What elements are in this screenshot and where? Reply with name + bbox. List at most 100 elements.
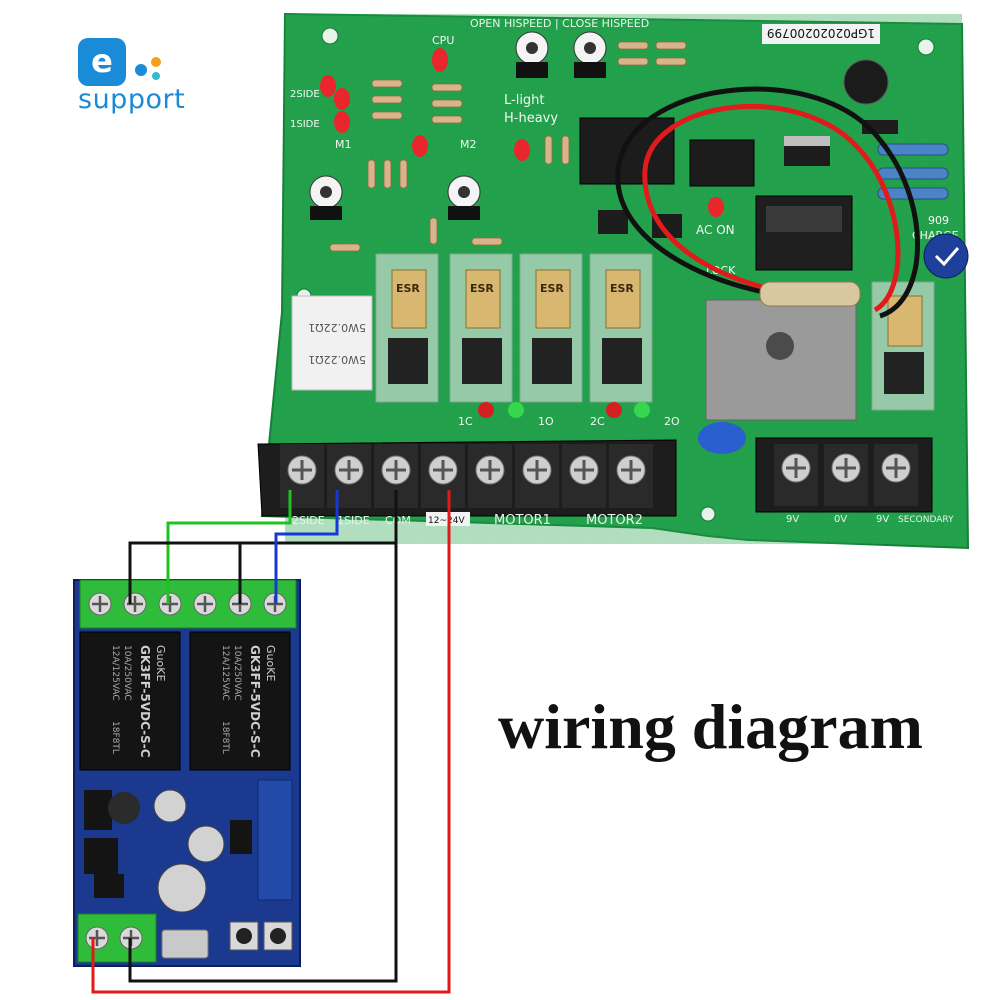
side-led	[334, 88, 350, 110]
rectifier-hole	[766, 332, 794, 360]
side-led	[320, 75, 336, 97]
resistor-label: 5W0.22Ω1	[308, 353, 366, 366]
terminal-label-1side: 1SIDE	[337, 514, 370, 527]
secondary-label-secondary: SECONDARY	[898, 515, 954, 525]
relay-brand-label: GuoKE	[264, 645, 277, 681]
relay-rating-label: 18F8TL	[220, 721, 230, 754]
module-diode	[84, 790, 112, 830]
logo-dot-blue	[135, 64, 147, 76]
relay-rating-label: 10A/250VAC	[122, 645, 132, 701]
module-chip	[230, 820, 252, 854]
led-label-2o: 2O	[664, 415, 680, 428]
relay-module: GK3FF-5VDC-S-C 10A/250VAC 12A/125VAC 18F…	[73, 579, 301, 967]
module-inductor	[108, 792, 140, 824]
esr-relay-1: ESR	[375, 253, 439, 403]
terminal-screws	[280, 444, 653, 508]
secondary-label-9v-2: 9V	[876, 514, 889, 525]
module-chip	[84, 838, 118, 874]
varistor	[698, 422, 746, 454]
side-label-1: 1SIDE	[290, 119, 320, 130]
relay-model-label: GK3FF-5VDC-S-C	[248, 645, 262, 758]
usb-port	[161, 929, 209, 959]
harness-wire-black	[615, 86, 920, 319]
module-top-terminal	[79, 579, 297, 629]
relay-brand-label: ESR	[470, 282, 494, 295]
serial-number: 1GP02020200799	[767, 26, 875, 40]
module-capacitor	[187, 825, 225, 863]
led-label-1o: 1O	[538, 415, 554, 428]
relay-brand-label: GuoKE	[154, 645, 167, 681]
hispeed-pots	[515, 31, 607, 78]
m1-led	[412, 135, 428, 157]
power-resistor-block: 5W0.22Ω1 5W0.22Ω1	[291, 295, 373, 391]
relay-brand-label: ESR	[396, 282, 420, 295]
wire-red-power	[91, 490, 451, 994]
esr-relay-4: ESR	[589, 253, 653, 403]
wire-blue-1side	[274, 490, 339, 604]
status-ac-on: AC ON	[696, 223, 735, 237]
m2-led	[514, 139, 530, 161]
mount-hole	[321, 27, 339, 45]
diagram-caption: wiring diagram	[498, 691, 923, 762]
speed-label: OPEN HISPEED | CLOSE HISPEED	[470, 17, 649, 30]
terminal-label-2side: 2SIDE	[292, 514, 325, 527]
mount-hole	[917, 38, 935, 56]
module-relay-1: GK3FF-5VDC-S-C 10A/250VAC 12A/125VAC 18F…	[79, 631, 181, 771]
power-resistors	[877, 143, 949, 200]
mode-label-heavy: H-heavy	[504, 111, 558, 126]
esupport-logo: e support	[78, 38, 218, 118]
mode-label-light: L-light	[504, 93, 545, 108]
output-led	[508, 402, 524, 418]
relay-rating-label: 18F8TL	[110, 721, 120, 754]
regulator-tab	[784, 136, 830, 146]
electrolytic-capacitor	[923, 233, 969, 279]
terminal-label-voltage: 12~24V	[428, 516, 465, 526]
relay-model-label: GK3FF-5VDC-S-C	[138, 645, 152, 758]
esr-relay-3: ESR	[519, 253, 583, 403]
main-terminal-block: 2SIDE 1SIDE COM 12~24V MOTOR1 MOTOR2	[257, 439, 677, 528]
secondary-label-0v: 0V	[834, 514, 847, 525]
led-label-1c: 1C	[458, 415, 473, 428]
module-relay-2: GK3FF-5VDC-S-C 10A/250VAC 12A/125VAC 18F…	[189, 631, 291, 771]
logo-letter: e	[91, 42, 113, 80]
relay-brand-label: ESR	[540, 282, 564, 295]
module-button-cap	[270, 928, 286, 944]
ic-chip	[579, 117, 675, 185]
output-led	[606, 402, 622, 418]
mount-hole	[700, 506, 716, 522]
logo-square	[78, 38, 126, 86]
logo-mark: e	[78, 38, 161, 86]
harness-connector	[759, 281, 861, 307]
terminal-label-motor1: MOTOR1	[494, 513, 551, 528]
cpu-led	[432, 48, 448, 72]
relay-rating-label: 12A/125VAC	[110, 645, 120, 701]
secondary-terminal-block: 9V 0V 9V SECONDARY	[755, 437, 954, 525]
wire-green-2side	[166, 490, 292, 604]
bridge-rectifier	[705, 299, 857, 421]
ic-chip	[689, 139, 755, 187]
logo-dot-orange	[151, 57, 161, 67]
wires	[91, 490, 451, 994]
module-chip	[94, 874, 124, 898]
relay-brand-label: ESR	[610, 282, 634, 295]
resistor-label: 5W0.22Ω1	[308, 321, 366, 334]
cap-check-icon	[934, 247, 960, 267]
side-label-2: 2SIDE	[290, 89, 320, 100]
wire-black-ground	[128, 543, 398, 983]
relay-rating-label: 12A/125VAC	[220, 645, 230, 701]
output-led	[634, 402, 650, 418]
module-capacitor	[153, 789, 187, 823]
serial-sticker	[762, 24, 880, 44]
ac-on-led	[708, 197, 724, 217]
terminal-label-motor2: MOTOR2	[586, 513, 643, 528]
small-resistors	[329, 41, 687, 252]
pot-label-m1: M1	[335, 138, 352, 151]
transistor	[598, 210, 628, 234]
electrolytic-capacitor	[843, 59, 889, 105]
output-led	[478, 402, 494, 418]
led-label-2c: 2C	[590, 415, 605, 428]
module-capacitor	[157, 863, 207, 913]
module-button-cap	[236, 928, 252, 944]
status-909: 909	[928, 214, 949, 227]
